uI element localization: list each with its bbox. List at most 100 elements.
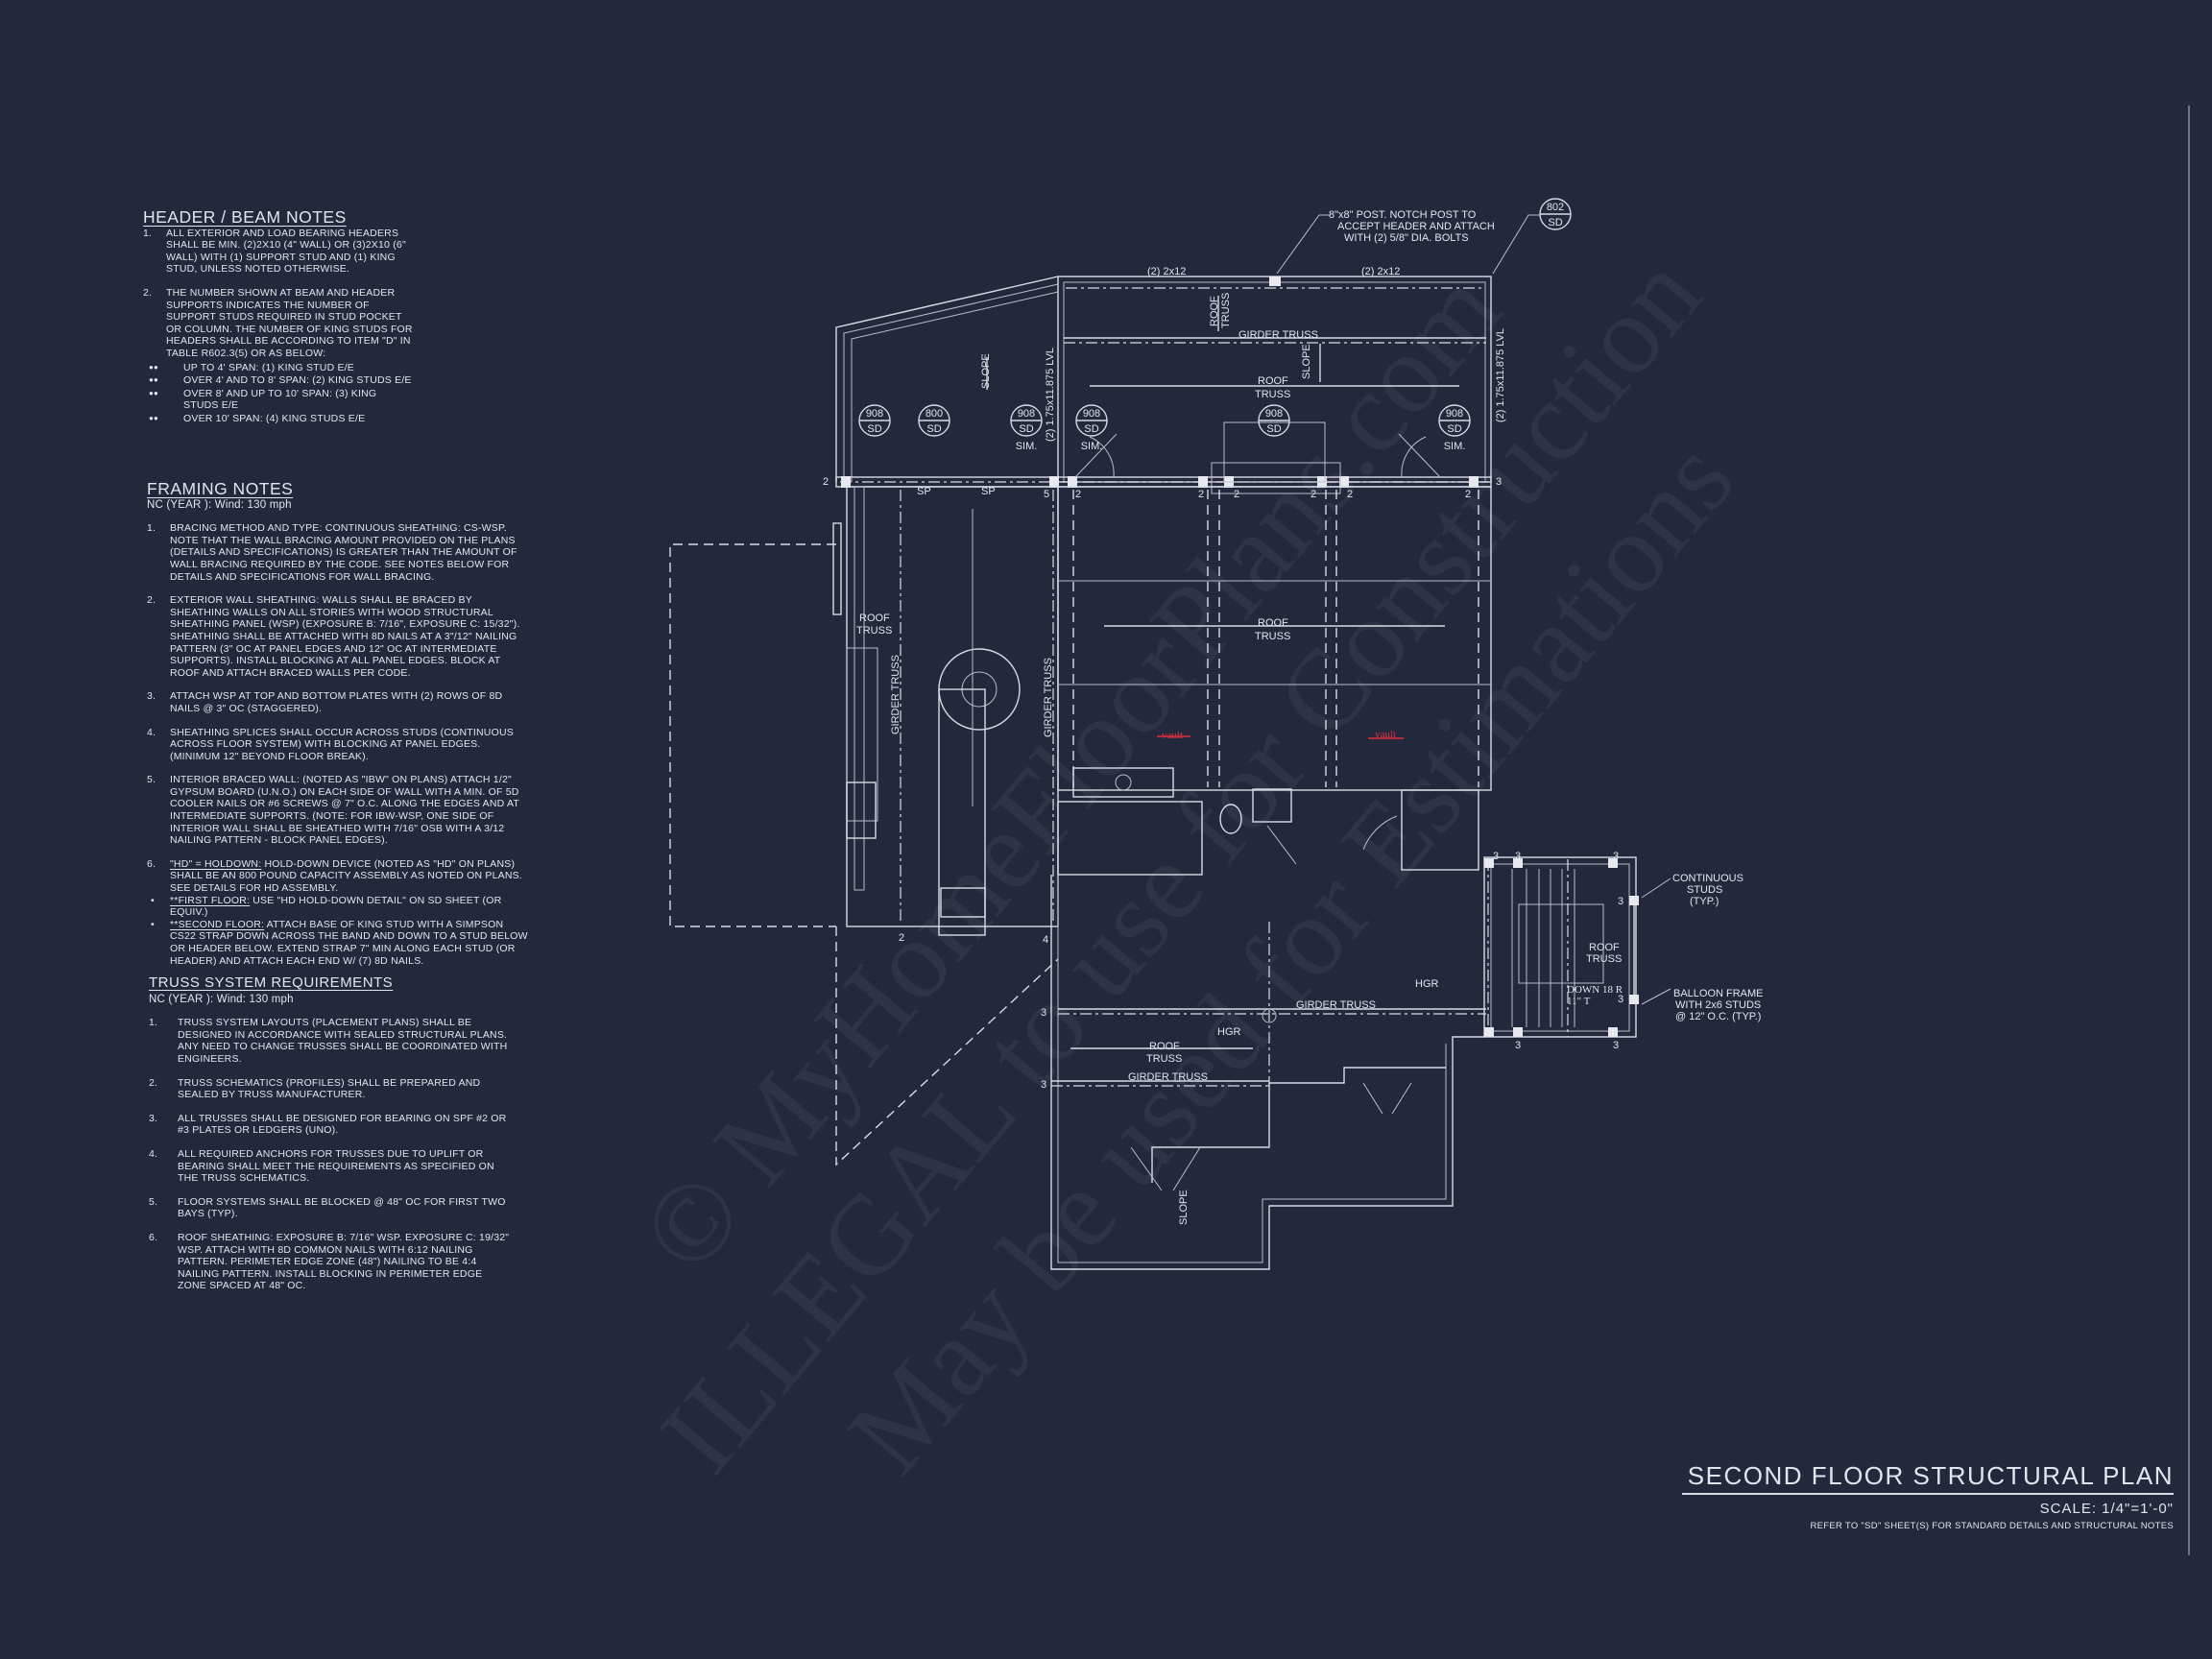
- girder-truss-label: GIRDER TRUSS: [1238, 329, 1318, 341]
- balloon-frame-note: WITH 2x6 STUDS: [1675, 999, 1761, 1011]
- stair-area: [1483, 856, 1671, 1038]
- plan-label: SD: [1447, 423, 1461, 435]
- note-item: 6.ROOF SHEATHING: EXPOSURE B: 7/16" WSP.…: [149, 1232, 514, 1292]
- note-text: ALL REQUIRED ANCHORS FOR TRUSSES DUE TO …: [178, 1147, 494, 1185]
- bullet-icon: ●●: [149, 388, 159, 397]
- stud-count: 2: [1198, 489, 1204, 500]
- stud-count: 3: [1496, 476, 1502, 488]
- drawing-reference-note: REFER TO "SD" SHEET(S) FOR STANDARD DETA…: [1810, 1521, 2174, 1531]
- center-area: [1057, 486, 1492, 876]
- wall-outline-inner: [1057, 875, 1447, 1263]
- post-note: 8"x8" POST. NOTCH POST TO: [1329, 209, 1477, 221]
- note-text: FLOOR SYSTEMS SHALL BE BLOCKED @ 48" OC …: [178, 1195, 506, 1220]
- note-item: 2.THE NUMBER SHOWN AT BEAM AND HEADER SU…: [143, 287, 414, 360]
- note-number: 2.: [149, 1076, 158, 1089]
- left-wing: [669, 486, 1059, 1166]
- note-number: 3.: [149, 1112, 158, 1124]
- note-item: 3. ATTACH WSP AT TOP AND BOTTOM PLATES WI…: [147, 690, 531, 714]
- drawing-title: SECOND FLOOR STRUCTURAL PLAN: [1681, 1461, 2174, 1495]
- note-item: 6."HD" = HOLDOWN: HOLD-DOWN DEVICE (NOTE…: [147, 858, 531, 895]
- stair-landing: [1518, 903, 1604, 984]
- stair-outline-inner: [1490, 863, 1630, 1032]
- roof-truss-label: TRUSS: [1220, 293, 1232, 328]
- note-lead: **FIRST FLOOR:: [170, 894, 251, 906]
- plan-label: 908: [1446, 408, 1463, 420]
- note-lead: **SECOND FLOOR:: [170, 918, 265, 930]
- note-number: 6.: [147, 857, 156, 870]
- vault-label: vault: [1375, 729, 1396, 740]
- bullet-item: ●●OVER 8' AND UP TO 10' SPAN: (3) KING S…: [143, 388, 414, 412]
- stud-count: 3: [1613, 851, 1619, 862]
- note-item: 5. FLOOR SYSTEMS SHALL BE BLOCKED @ 48" O…: [149, 1196, 514, 1220]
- bullet-item: ●●UP TO 4' SPAN: (1) KING STUD E/E: [143, 362, 414, 374]
- note-number: 3.: [147, 690, 156, 703]
- header-outline: [1223, 421, 1326, 483]
- note-number: 1.: [149, 1017, 158, 1029]
- plan-label: SD: [1266, 423, 1281, 435]
- lvl-label: (2) 1.75x11.875 LVL: [1495, 328, 1506, 422]
- bullet-item: ●●OVER 10' SPAN: (4) KING STUDS E/E: [143, 413, 414, 425]
- balloon-frame-note: @ 12" O.C. (TYP.): [1675, 1011, 1761, 1022]
- plan-linework: [1049, 476, 1059, 488]
- roof-below-outline: [835, 926, 1059, 1166]
- slanted-wall-inner: [851, 291, 1059, 482]
- girder-truss-label: GIRDER TRUSS: [890, 655, 902, 734]
- note-text: HOLD-DOWN DEVICE (NOTED AS "HD" ON PLANS…: [170, 857, 522, 895]
- leader-line: [1641, 878, 1671, 899]
- leader-line: [1276, 214, 1330, 275]
- drawing-scale: SCALE: 1/4"=1'-0": [2039, 1501, 2174, 1517]
- stud-count: 3: [1515, 851, 1521, 862]
- stud-count: 3: [1515, 1040, 1521, 1051]
- plan-linework: [1513, 1027, 1523, 1037]
- title-block: SECOND FLOOR STRUCTURAL PLAN SCALE: 1/4"…: [1681, 1461, 2174, 1531]
- door-swing: [1074, 433, 1441, 478]
- plan-linework: [1484, 858, 1639, 1037]
- roof-truss-label: TRUSS: [1586, 953, 1622, 965]
- leader-line: [1492, 214, 1540, 275]
- window: [832, 522, 842, 615]
- stud-count: 2: [823, 476, 829, 488]
- stair-label: 11" T: [1567, 996, 1591, 1007]
- plan-labels: 8"x8" POST. NOTCH POST TO ACCEPT HEADER …: [823, 209, 1764, 1225]
- hanger-label: HGR: [1415, 978, 1439, 990]
- stud-count: 3: [1041, 1079, 1046, 1091]
- note-item: 1.TRUSS SYSTEM LAYOUTS (PLACEMENT PLANS)…: [149, 1017, 514, 1065]
- roof-truss-label: ROOF: [859, 613, 890, 624]
- wall-outline: [846, 486, 1059, 927]
- lower-area: [1050, 875, 1486, 1270]
- header-beam-notes: HEADER / BEAM NOTES 1.ALL EXTERIOR AND L…: [143, 209, 414, 426]
- note-number: 2.: [147, 594, 156, 607]
- plan-linework: [841, 476, 851, 488]
- stud-count: 4: [1043, 934, 1048, 946]
- note-item: 1.ALL EXTERIOR AND LOAD BEARING HEADERS …: [143, 228, 414, 276]
- vault-lines: [1072, 490, 1479, 787]
- stud-count: 3: [1041, 1007, 1046, 1019]
- plan-linework: [1339, 476, 1349, 488]
- plan-linework: [1513, 858, 1523, 868]
- roof-truss-label: TRUSS: [856, 625, 892, 637]
- roof-below-outline: [669, 543, 836, 927]
- bullet-item: •**SECOND FLOOR: ATTACH BASE OF KING STU…: [147, 919, 531, 967]
- plan-label: 802: [1547, 202, 1564, 213]
- roof-truss-label: ROOF: [1589, 942, 1620, 953]
- plan-label: SD: [926, 423, 941, 435]
- hanger: [1262, 1008, 1277, 1023]
- section-title: FRAMING NOTES: [147, 479, 294, 498]
- door-swing: [1130, 1082, 1412, 1191]
- cabinet: [846, 647, 878, 822]
- framing-notes: FRAMING NOTES NC (YEAR ): Wind: 130 mph …: [147, 479, 531, 967]
- fireplace: [940, 887, 986, 918]
- stud-count: 2: [1310, 489, 1316, 500]
- note-number: 5.: [149, 1195, 158, 1208]
- note-text: ATTACH WSP AT TOP AND BOTTOM PLATES WITH…: [170, 690, 503, 714]
- wall-inner: [854, 486, 865, 891]
- stud-count: 2: [1465, 489, 1471, 500]
- wall: [1151, 1083, 1270, 1183]
- plan-linework: [1484, 1027, 1494, 1037]
- vanity: [1072, 767, 1174, 798]
- note-item: 1.BRACING METHOD AND TYPE: CONTINUOUS SH…: [147, 522, 531, 583]
- continuous-studs-note: STUDS: [1687, 884, 1722, 896]
- roof-truss-label: ROOF: [1149, 1041, 1180, 1052]
- roof-truss-label: TRUSS: [1146, 1053, 1182, 1065]
